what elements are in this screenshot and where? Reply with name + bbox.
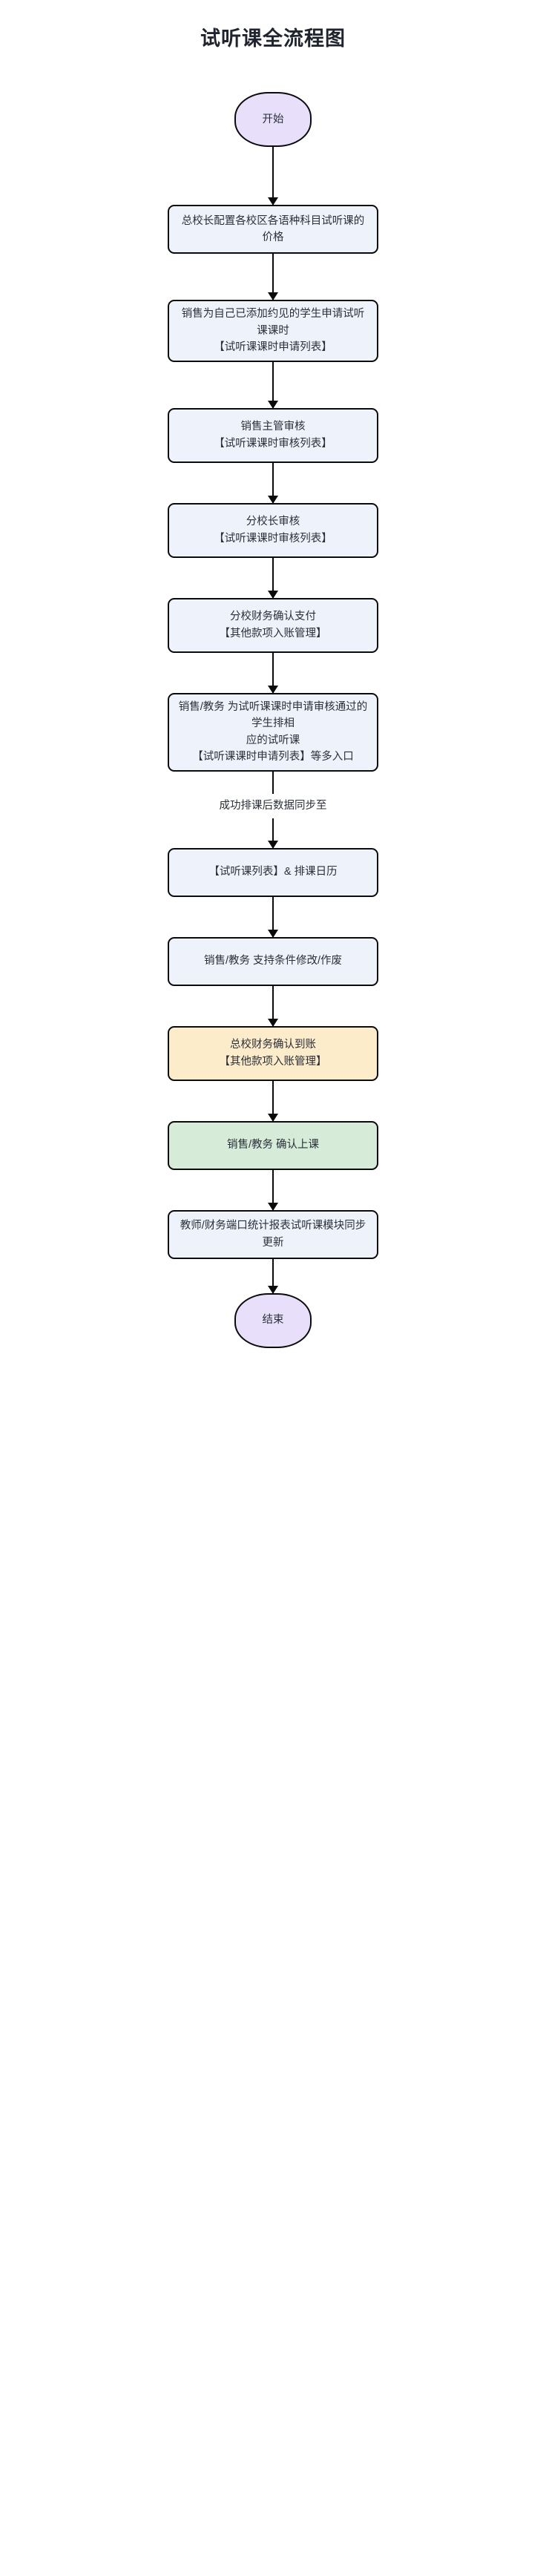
node-hq-finance-confirm-line-2: 【其他款项入账管理】: [219, 1055, 327, 1068]
node-branch-principal-review-line-1: 分校长审核: [246, 516, 300, 528]
node-trial-class-list-calendar[interactable]: 【试听课列表】& 排课日历: [168, 847, 378, 897]
node-trial-class-list-calendar-line-1: 【试听课列表】& 排课日历: [208, 866, 338, 878]
edge-p6-to-p7-label: 成功排课后数据同步至: [214, 793, 332, 818]
edge-p4-to-p5: [272, 557, 274, 598]
node-sales-apply[interactable]: 销售为自己已添加约见的学生申请试听课课时 【试听课课时申请列表】: [168, 300, 378, 362]
node-sales-apply-line-2: 【试听课课时申请列表】: [214, 341, 332, 354]
node-report-sync-line-1: 教师/财务端口统计报表试听课模块同步更新: [180, 1220, 366, 1249]
node-sales-manager-review[interactable]: 销售主管审核 【试听课课时审核列表】: [168, 407, 378, 463]
node-branch-finance-pay-line-1: 分校财务确认支付: [230, 611, 316, 623]
edge-p7-to-p8: [272, 896, 274, 937]
edge-p2-to-p3: [272, 361, 274, 408]
edge-p11-to-end: [272, 1258, 274, 1293]
node-hq-finance-confirm-line-1: 总校财务确认到账: [230, 1039, 316, 1051]
node-start[interactable]: 开始: [234, 92, 312, 148]
edge-start-to-p1: [272, 147, 274, 206]
node-modify-or-void[interactable]: 销售/教务 支持条件修改/作废: [168, 936, 378, 986]
page-title: 试听课全流程图: [200, 27, 346, 50]
node-confirm-attendance-line-1: 销售/教务 确认上课: [226, 1139, 320, 1151]
node-branch-finance-pay-line-2: 【其他款项入账管理】: [219, 627, 327, 640]
node-schedule-trial-class-line-1: 销售/教务 为试听课课时申请审核通过的学生排相: [178, 700, 368, 730]
node-confirm-attendance[interactable]: 销售/教务 确认上课: [168, 1120, 378, 1170]
edge-p10-to-p11: [272, 1169, 274, 1210]
node-end[interactable]: 结束: [234, 1292, 312, 1348]
node-schedule-trial-class[interactable]: 销售/教务 为试听课课时申请审核通过的学生排相 应的试听课 【试听课课时申请列表…: [168, 692, 378, 772]
edge-p9-to-p10: [272, 1080, 274, 1121]
node-sales-manager-review-line-2: 【试听课课时审核列表】: [214, 437, 332, 450]
node-branch-principal-review-line-2: 【试听课课时审核列表】: [214, 532, 332, 545]
node-modify-or-void-line-1: 销售/教务 支持条件修改/作废: [203, 955, 343, 967]
node-config-price-line-1: 总校长配置各校区各语种科目试听课的价格: [181, 214, 365, 244]
node-start-line-1: 开始: [262, 114, 284, 126]
edge-p8-to-p9: [272, 985, 274, 1026]
node-report-sync[interactable]: 教师/财务端口统计报表试听课模块同步更新: [168, 1209, 378, 1259]
node-schedule-trial-class-line-2: 应的试听课: [246, 734, 300, 746]
edge-p1-to-p2: [272, 254, 274, 300]
edge-p6-to-p7-stem-top: [272, 771, 274, 794]
edge-p5-to-p6: [272, 652, 274, 693]
node-end-line-1: 结束: [262, 1314, 284, 1327]
node-sales-apply-line-1: 销售为自己已添加约见的学生申请试听课课时: [181, 308, 365, 337]
node-config-price[interactable]: 总校长配置各校区各语种科目试听课的价格: [168, 205, 378, 254]
node-schedule-trial-class-line-3: 【试听课课时申请列表】等多入口: [192, 751, 354, 763]
edge-p6-to-p7-stem-bottom: [272, 818, 274, 848]
node-hq-finance-confirm[interactable]: 总校财务确认到账 【其他款项入账管理】: [168, 1025, 378, 1081]
node-branch-principal-review[interactable]: 分校长审核 【试听课课时审核列表】: [168, 502, 378, 558]
node-sales-manager-review-line-1: 销售主管审核: [240, 421, 306, 433]
edge-p3-to-p4: [272, 462, 274, 503]
edge-p6-to-p7: 成功排课后数据同步至: [214, 771, 332, 848]
node-branch-finance-pay[interactable]: 分校财务确认支付 【其他款项入账管理】: [168, 597, 378, 653]
